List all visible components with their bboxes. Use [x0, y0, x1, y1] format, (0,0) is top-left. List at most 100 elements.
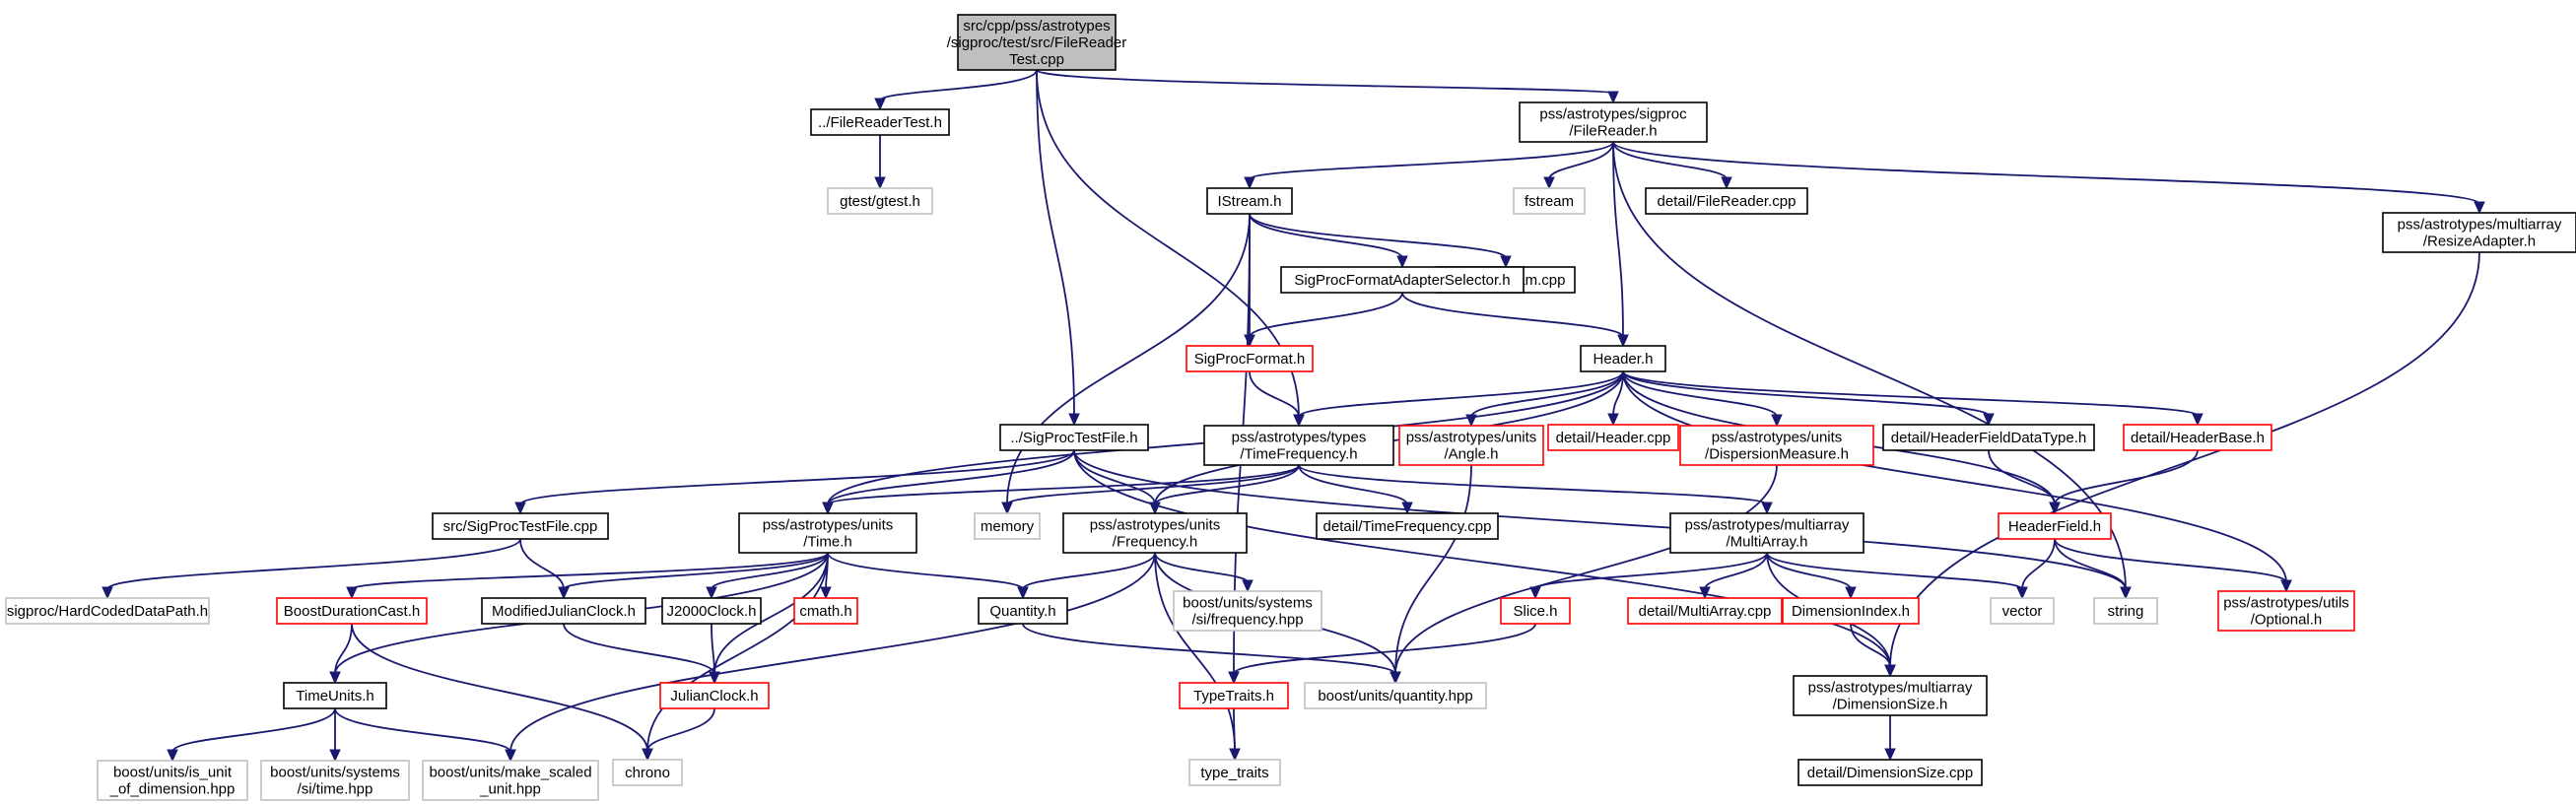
node-filereader-h[interactable]: pss/astrotypes/sigproc/FileReader.h [1519, 101, 1708, 143]
edge-timefreq_h-to-memory [1001, 464, 1300, 515]
node-label: IStream.h [1217, 193, 1281, 210]
node-ma-cpp[interactable]: detail/MultiArray.cpp [1627, 597, 1783, 625]
node-box [661, 597, 762, 625]
node-multiarray[interactable]: pss/astrotypes/multiarray/MultiArray.h [1669, 512, 1864, 554]
node-dm[interactable]: pss/astrotypes/units/DispersionMeasure.h [1679, 425, 1874, 466]
node-typetraits-h[interactable]: TypeTraits.h [1179, 682, 1289, 709]
node-vector: vector [1990, 597, 2055, 625]
node-box [432, 512, 609, 540]
edge-hfield-to-string [2054, 538, 2132, 600]
node-dimidx[interactable]: DimensionIndex.h [1782, 597, 1920, 625]
node-fstream: fstream [1513, 187, 1586, 215]
node-slice[interactable]: Slice.h [1500, 597, 1571, 625]
node-label: _unit.hpp [479, 781, 541, 798]
node-tf-cpp[interactable]: detail/TimeFrequency.cpp [1316, 512, 1499, 540]
node-timeunits[interactable]: TimeUnits.h [283, 682, 387, 709]
edge-freq_h-to-bu_freq [1154, 552, 1254, 593]
node-box [1669, 512, 1864, 554]
node-hfdt[interactable]: detail/HeaderFieldDataType.h [1882, 424, 2095, 451]
node-label: fstream [1525, 193, 1574, 210]
node-hfield[interactable]: HeaderField.h [1998, 512, 2112, 540]
node-label: src/SigProcTestFile.cpp [443, 518, 598, 535]
node-box [612, 759, 683, 786]
node-label: vector [2002, 603, 2043, 620]
edge-dimsize_h-to-dimsize_cpp [1884, 714, 1896, 762]
node-label: /si/frequency.hpp [1191, 612, 1303, 629]
edge-j2000-to-julian [709, 623, 720, 685]
node-mjc[interactable]: ModifiedJulianClock.h [481, 597, 646, 625]
node-label: ../SigProcTestFile.h [1010, 430, 1137, 446]
edge-timefreq_h-to-time_h [822, 464, 1300, 515]
node-bdc[interactable]: BoostDurationCast.h [276, 597, 428, 625]
node-spfas[interactable]: SigProcFormatAdapterSelector.h [1280, 266, 1525, 294]
node-label: pss/astrotypes/multiarray [2398, 217, 2562, 234]
node-label: pss/astrotypes/multiarray [1808, 680, 1973, 697]
node-label: /ResizeAdapter.h [2423, 234, 2536, 250]
node-sptestfile-h[interactable]: ../SigProcTestFile.h [999, 424, 1149, 451]
edge-dimidx-to-dimsize_h [1850, 623, 1896, 678]
edge-sptestfile_h-to-sptestfile_cpp [514, 449, 1075, 515]
node-header-cpp[interactable]: detail/Header.cpp [1547, 424, 1679, 451]
node-box [1500, 597, 1571, 625]
node-label: pss/astrotypes/units [763, 517, 894, 534]
edge-sptestfile_h-to-time_h [822, 449, 1075, 515]
edge-time_h-to-chrono [642, 552, 829, 762]
node-box [1304, 682, 1487, 709]
node-bu-freq: boost/units/systems/si/frequency.hpp [1173, 590, 1322, 632]
node-header-h[interactable]: Header.h [1580, 345, 1666, 372]
edge-timeunits-to-bu_time [329, 708, 341, 763]
node-sptestfile-cpp[interactable]: src/SigProcTestFile.cpp [432, 512, 609, 540]
node-optional[interactable]: pss/astrotypes/utils/Optional.h [2217, 590, 2355, 632]
node-label: JulianClock.h [670, 688, 758, 704]
node-bu-msu: boost/units/make_scaled_unit.hpp [422, 760, 599, 801]
edge-filereader_h-to-istream [1244, 141, 1614, 190]
node-label: /Optional.h [2251, 612, 2323, 629]
node-box [1398, 425, 1544, 466]
edge-frtest_h-to-gtest [874, 134, 886, 190]
node-time-h[interactable]: pss/astrotypes/units/Time.h [738, 512, 917, 554]
node-label: /Time.h [803, 534, 851, 551]
edge-multiarray-to-slice [1529, 552, 1768, 600]
node-quantity-h[interactable]: Quantity.h [978, 597, 1068, 625]
node-hbase[interactable]: detail/HeaderBase.h [2123, 424, 2272, 451]
node-resize[interactable]: pss/astrotypes/multiarray/ResizeAdapter.… [2382, 212, 2576, 253]
node-timefreq-h[interactable]: pss/astrotypes/types/TimeFrequency.h [1203, 425, 1394, 466]
edge-istream-to-istream_cpp [1249, 213, 1512, 269]
node-hcdp: sigproc/HardCodedDataPath.h [5, 597, 210, 625]
node-j2000[interactable]: J2000Clock.h [661, 597, 762, 625]
edge-filereader_h-to-header_h [1612, 141, 1629, 348]
node-label: /DispersionMeasure.h [1705, 446, 1849, 463]
node-angle[interactable]: pss/astrotypes/units/Angle.h [1398, 425, 1544, 466]
node-cmath[interactable]: cmath.h [793, 597, 858, 625]
node-box [1203, 425, 1394, 466]
node-box [999, 424, 1149, 451]
node-root[interactable]: src/cpp/pss/astrotypes/sigproc/test/src/… [947, 14, 1127, 71]
node-label: boost/units/is_unit [113, 765, 233, 781]
node-istream[interactable]: IStream.h [1206, 187, 1293, 215]
edge-sptestfile_h-to-freq_h [1073, 449, 1161, 515]
node-dimsize-cpp[interactable]: detail/DimensionSize.cpp [1797, 759, 1983, 786]
node-label: boost/units/make_scaled [429, 765, 591, 781]
node-dimsize-h[interactable]: pss/astrotypes/multiarray/DimensionSize.… [1793, 675, 1988, 716]
node-label: boost/units/quantity.hpp [1318, 688, 1472, 704]
node-box [2217, 590, 2355, 632]
edge-filereader_h-to-fstream [1543, 141, 1614, 190]
node-label: /DimensionSize.h [1833, 697, 1948, 713]
edge-freq_h-to-quantity_h [1017, 552, 1156, 600]
edge-root-to-frtest_h [874, 69, 1038, 111]
node-julian[interactable]: JulianClock.h [659, 682, 770, 709]
node-frtest-h[interactable]: ../FileReaderTest.h [810, 108, 950, 136]
node-box [1882, 424, 2095, 451]
node-chrono: chrono [612, 759, 683, 786]
node-label: TypeTraits.h [1193, 688, 1274, 704]
node-freq-h[interactable]: pss/astrotypes/units/Frequency.h [1062, 512, 1248, 554]
edge-spfas-to-spformat [1244, 292, 1403, 348]
node-spformat[interactable]: SigProcFormat.h [1186, 345, 1314, 372]
node-box [276, 597, 428, 625]
node-label: boost/units/systems [270, 765, 400, 781]
node-label: detail/FileReader.cpp [1658, 193, 1796, 210]
node-box [793, 597, 858, 625]
node-fr-cpp[interactable]: detail/FileReader.cpp [1645, 187, 1808, 215]
node-bu-quantity: boost/units/quantity.hpp [1304, 682, 1487, 709]
